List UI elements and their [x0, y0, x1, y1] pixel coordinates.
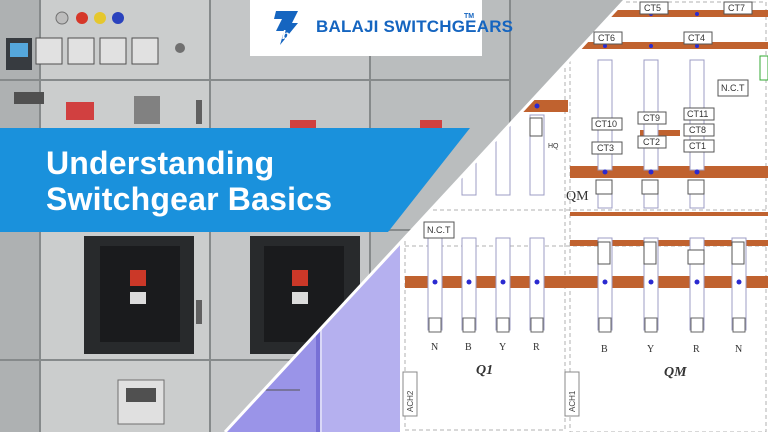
ct-label: CT3 [597, 143, 614, 153]
phase-label: Y [647, 344, 654, 355]
busbar [570, 10, 768, 17]
qm-section-label: QM [566, 189, 589, 204]
ct-label: CT6 [598, 33, 615, 43]
title-line-1: Understanding [46, 145, 275, 181]
busbar [570, 240, 768, 246]
panel-label-q1: Q1 [476, 363, 493, 378]
brand-logo: bs BALAJI SWITCHGEARS TM [250, 0, 513, 56]
ach-label: ACH1 [568, 390, 577, 412]
phase-label: R [693, 344, 700, 355]
busbar [405, 276, 570, 288]
nct-label: N.C.T [721, 83, 745, 93]
ach-label: ACH2 [406, 390, 415, 412]
ct-label: CT4 [688, 33, 705, 43]
ct-label: CT10 [595, 119, 617, 129]
phase-label: N [431, 342, 438, 353]
trademark-mark: TM [464, 13, 475, 20]
phase-label: N [735, 344, 742, 355]
phase-label: B [465, 342, 472, 353]
busbar [570, 166, 768, 178]
bs-monogram-icon: bs [274, 11, 298, 45]
ct-label: CT7 [728, 3, 745, 13]
title-banner-bg [0, 128, 470, 232]
phase-label: Y [499, 342, 506, 353]
panel-label-qm: QM [664, 365, 687, 380]
ct-label: CT11 [687, 109, 708, 119]
busbar [570, 42, 768, 49]
title-line-2: Switchgear Basics [46, 181, 333, 217]
hq-label: HQ [548, 143, 559, 150]
phase-label: R [533, 342, 540, 353]
violet-accent-shape [225, 300, 316, 432]
phase-label: B [601, 344, 608, 355]
nct-label: N.C.T [427, 225, 451, 235]
brand-name: BALAJI SWITCHGEARS [316, 17, 514, 36]
busbar [570, 276, 768, 288]
ct-label: CT2 [643, 137, 660, 147]
ct-label: CT1 [689, 141, 706, 151]
title-banner: Understanding Switchgear Basics [46, 145, 466, 217]
ct-label: CT8 [689, 125, 706, 135]
ct-label: CT5 [644, 3, 661, 13]
ct-label: CT9 [643, 113, 660, 123]
svg-text:bs: bs [282, 28, 296, 42]
